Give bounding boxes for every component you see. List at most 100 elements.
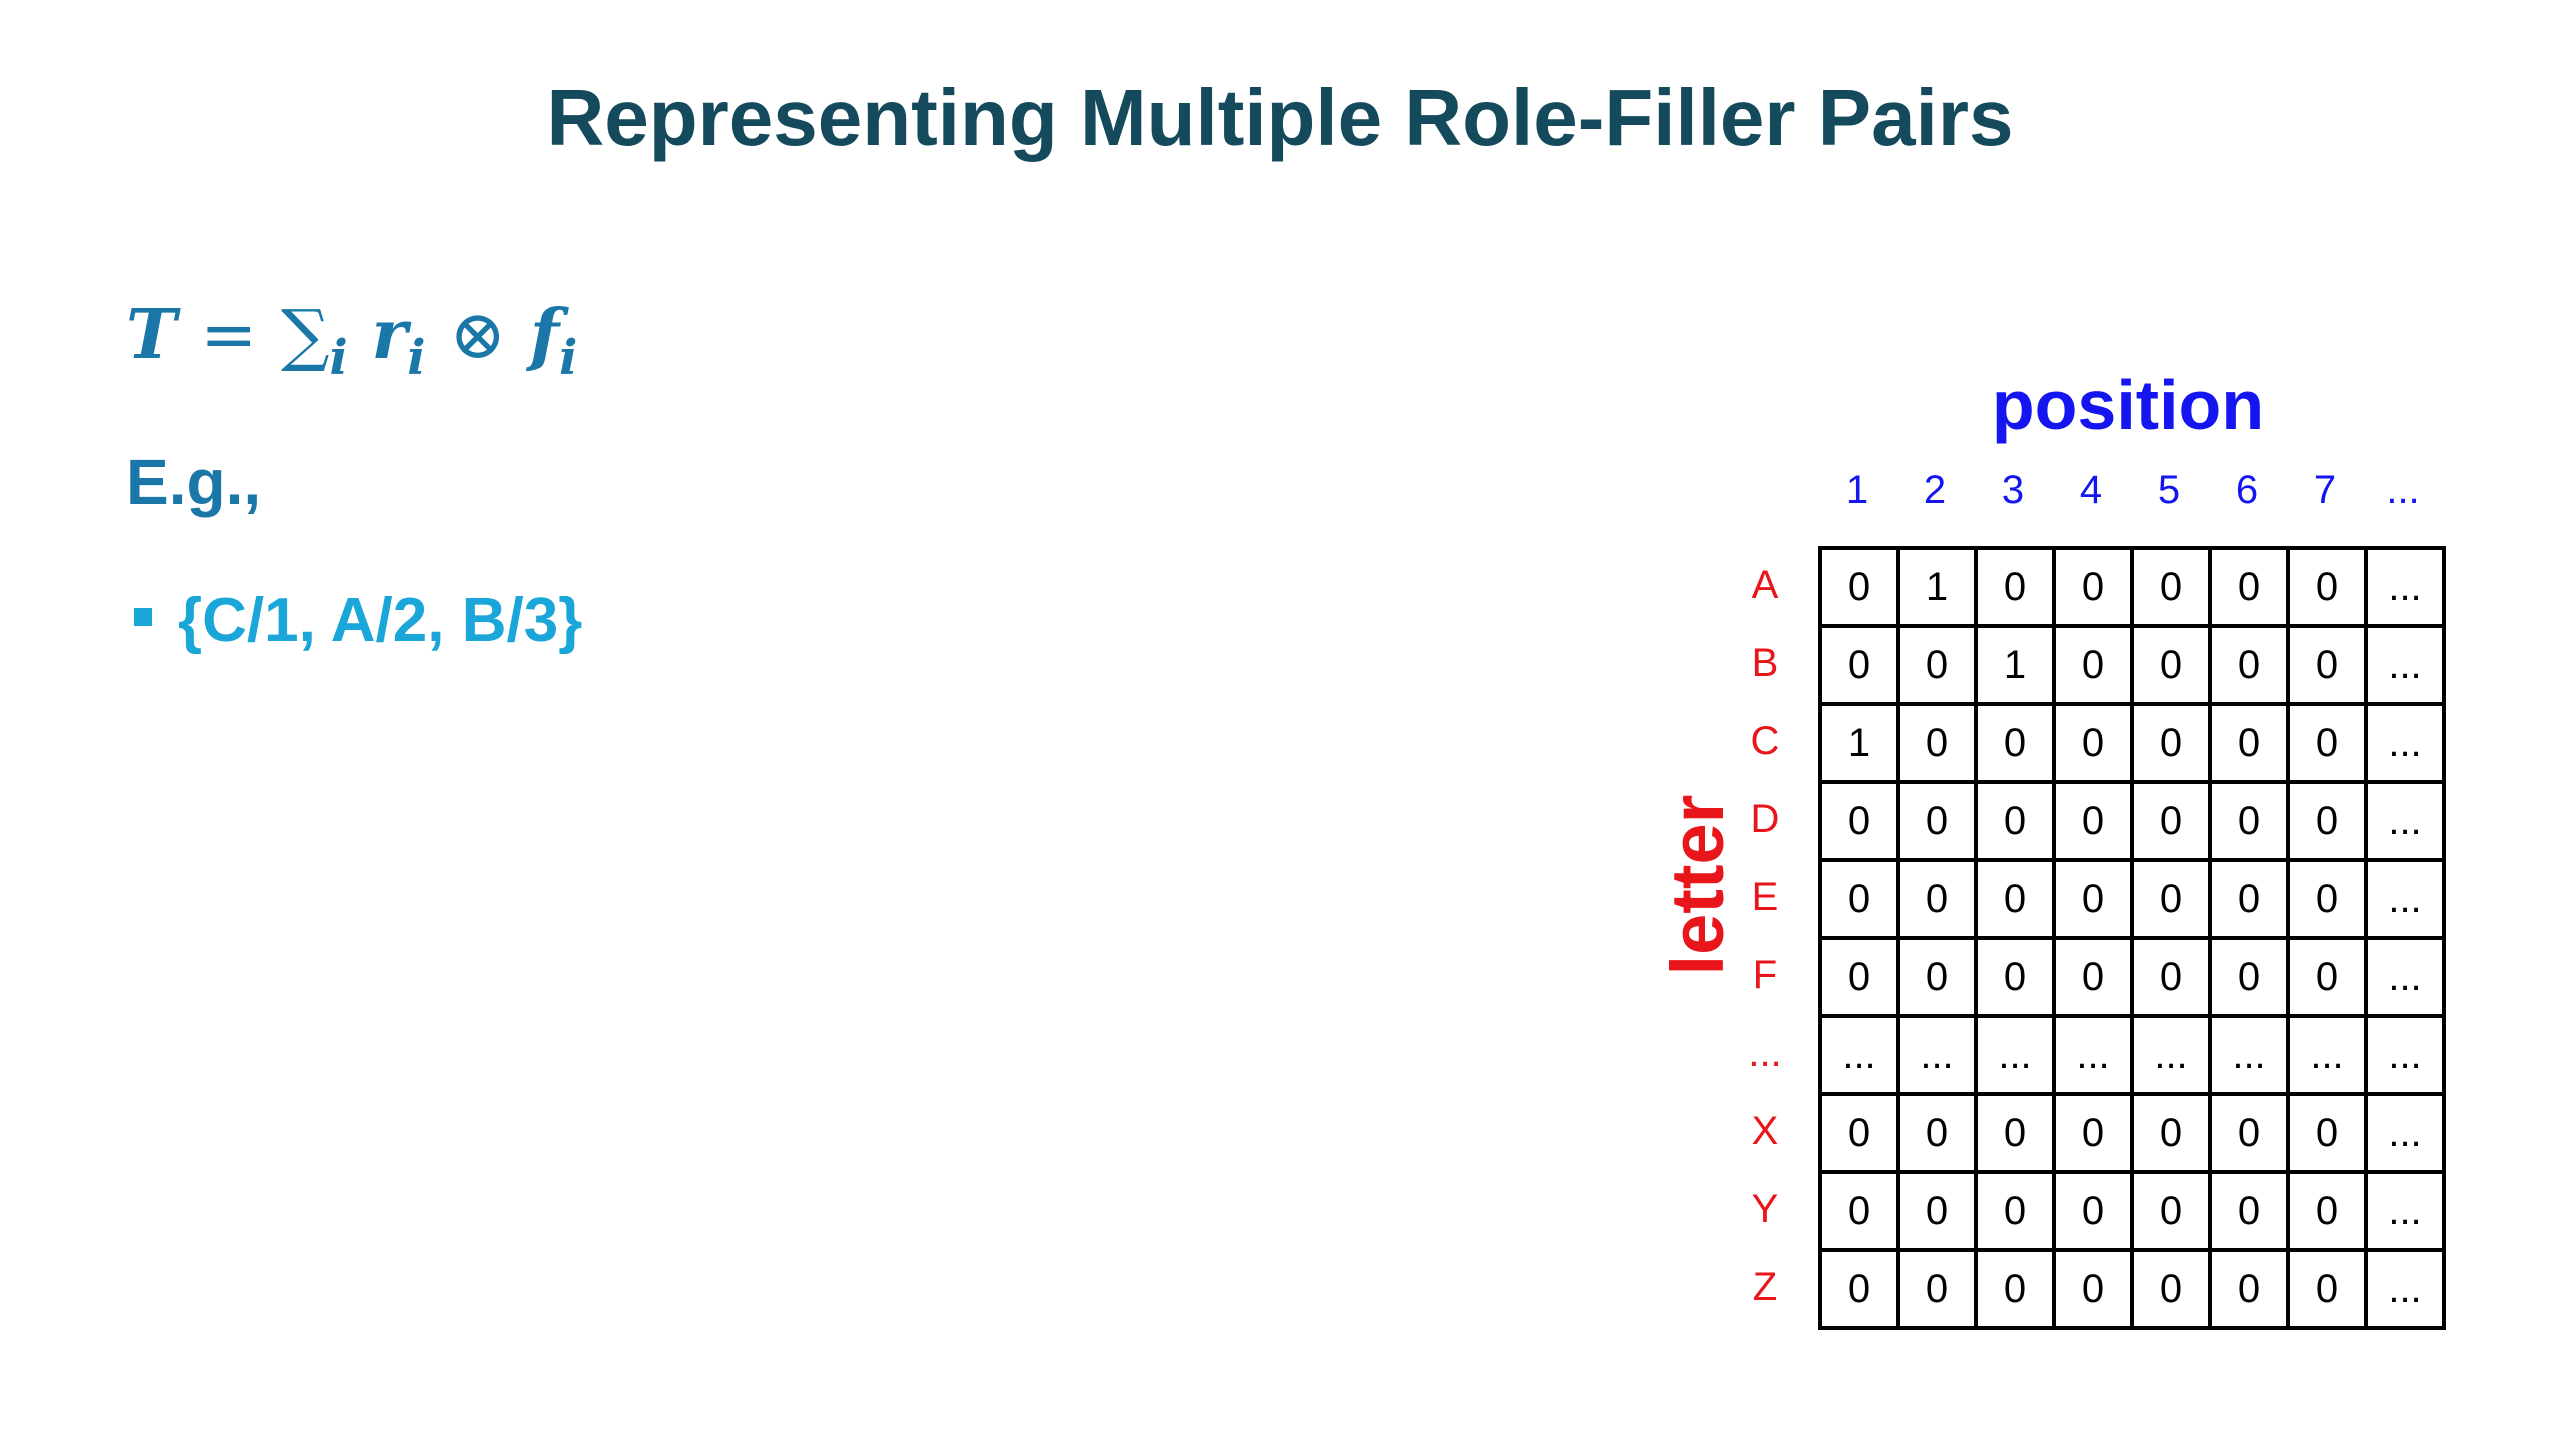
matrix-cell: ... (2208, 1014, 2290, 1096)
matrix-cell: 0 (2286, 780, 2368, 862)
tensor-sum-formula: T = ∑i ri ⊗ fi (126, 295, 577, 382)
matrix-cell: 0 (1818, 1248, 1900, 1330)
formula-tensor-operator: ⊗ (449, 296, 507, 375)
formula-sum-index: i (329, 330, 348, 386)
matrix-cell: 0 (1818, 936, 1900, 1018)
matrix-cell: ... (2130, 1014, 2212, 1096)
matrix-cell: 0 (1896, 1092, 1978, 1174)
matrix-cell: 0 (2286, 546, 2368, 628)
column-header: 4 (2079, 468, 2103, 512)
matrix-cell: 0 (2052, 1092, 2134, 1174)
matrix-cell: 0 (2286, 624, 2368, 706)
matrix-cell: ... (2286, 1014, 2368, 1096)
example-label: E.g., (126, 446, 262, 518)
matrix-cell: ... (2364, 1092, 2446, 1174)
matrix-cell: 0 (2130, 546, 2212, 628)
matrix-cell: ... (2364, 936, 2446, 1018)
matrix-cell: ... (1974, 1014, 2056, 1096)
matrix-cell: 0 (1896, 936, 1978, 1018)
formula-equals: = (200, 296, 258, 375)
matrix-cell: 0 (1818, 780, 1900, 862)
formula-filler: f (529, 295, 560, 375)
matrix-cell: 0 (1896, 858, 1978, 940)
matrix-cell: 0 (2286, 1170, 2368, 1252)
matrix-cell: 0 (2052, 1170, 2134, 1252)
matrix-cell: 0 (1974, 546, 2056, 628)
matrix-cell: 0 (2052, 936, 2134, 1018)
letter-axis-label: letter (1656, 794, 1739, 976)
matrix-cell: 1 (1896, 546, 1978, 628)
formula-role: r (371, 295, 408, 375)
matrix-cell: 0 (2208, 624, 2290, 706)
matrix-cell: 0 (2286, 702, 2368, 784)
row-header: D (1750, 797, 1780, 841)
matrix-cell: 0 (2208, 546, 2290, 628)
matrix-cell: ... (2364, 546, 2446, 628)
row-header: B (1751, 641, 1779, 685)
matrix-cell: 0 (2130, 1170, 2212, 1252)
matrix-cell: 0 (1896, 1248, 1978, 1330)
column-header: 6 (2235, 468, 2259, 512)
column-header: 3 (2001, 468, 2025, 512)
matrix-cell: 0 (2052, 624, 2134, 706)
matrix-cell: 0 (2208, 1248, 2290, 1330)
matrix-cell: 0 (2052, 546, 2134, 628)
matrix-cell: 0 (1974, 1092, 2056, 1174)
matrix-cell: 0 (1974, 936, 2056, 1018)
formula-filler-index: i (559, 330, 578, 386)
matrix-cell: 0 (1974, 858, 2056, 940)
matrix-cell: 0 (1818, 1092, 1900, 1174)
matrix-cell: 0 (2052, 858, 2134, 940)
matrix-cell: 0 (2130, 1092, 2212, 1174)
matrix-cell: 0 (1818, 624, 1900, 706)
matrix-cell: 0 (2052, 702, 2134, 784)
matrix-cell: ... (2364, 1170, 2446, 1252)
formula-role-index: i (407, 330, 426, 386)
example-bullet-text: {C/1, A/2, B/3} (178, 586, 583, 655)
matrix-cell: 0 (2130, 624, 2212, 706)
matrix-cell: ... (2364, 1014, 2446, 1096)
matrix-cell: 0 (1896, 702, 1978, 784)
matrix-cell: 0 (1974, 780, 2056, 862)
matrix-cell: ... (1818, 1014, 1900, 1096)
formula-lhs: T (126, 295, 177, 375)
matrix-cell: 1 (1818, 702, 1900, 784)
square-bullet-icon (134, 607, 152, 626)
matrix-cell: ... (2364, 858, 2446, 940)
matrix-cell: ... (2364, 1248, 2446, 1330)
matrix-cell: 0 (1974, 702, 2056, 784)
matrix-cell: ... (2364, 624, 2446, 706)
matrix-cell: ... (2052, 1014, 2134, 1096)
matrix-cell: 0 (2208, 858, 2290, 940)
column-header: 5 (2157, 468, 2181, 512)
row-header: Y (1751, 1187, 1779, 1231)
matrix-cell: 0 (1896, 1170, 1978, 1252)
matrix-cell: 0 (2286, 1248, 2368, 1330)
example-bullet: {C/1, A/2, B/3} (134, 585, 582, 656)
row-header: Z (1752, 1265, 1778, 1309)
matrix-cell: 0 (1896, 780, 1978, 862)
matrix-cell: 0 (2130, 1248, 2212, 1330)
formula-sum-symbol: ∑ (280, 296, 330, 375)
column-header: 1 (1845, 468, 1869, 512)
matrix-cell: 0 (2130, 780, 2212, 862)
matrix-cell: ... (2364, 780, 2446, 862)
matrix-cell: ... (1896, 1014, 1978, 1096)
matrix-cell: 0 (1974, 1248, 2056, 1330)
matrix-cell: 0 (2208, 702, 2290, 784)
matrix-cell: 0 (2130, 702, 2212, 784)
column-header: ... (2386, 468, 2420, 512)
column-header: 2 (1923, 468, 1947, 512)
matrix-cell: ... (2364, 702, 2446, 784)
matrix-cell: 0 (2286, 936, 2368, 1018)
matrix-cell: 0 (2286, 1092, 2368, 1174)
